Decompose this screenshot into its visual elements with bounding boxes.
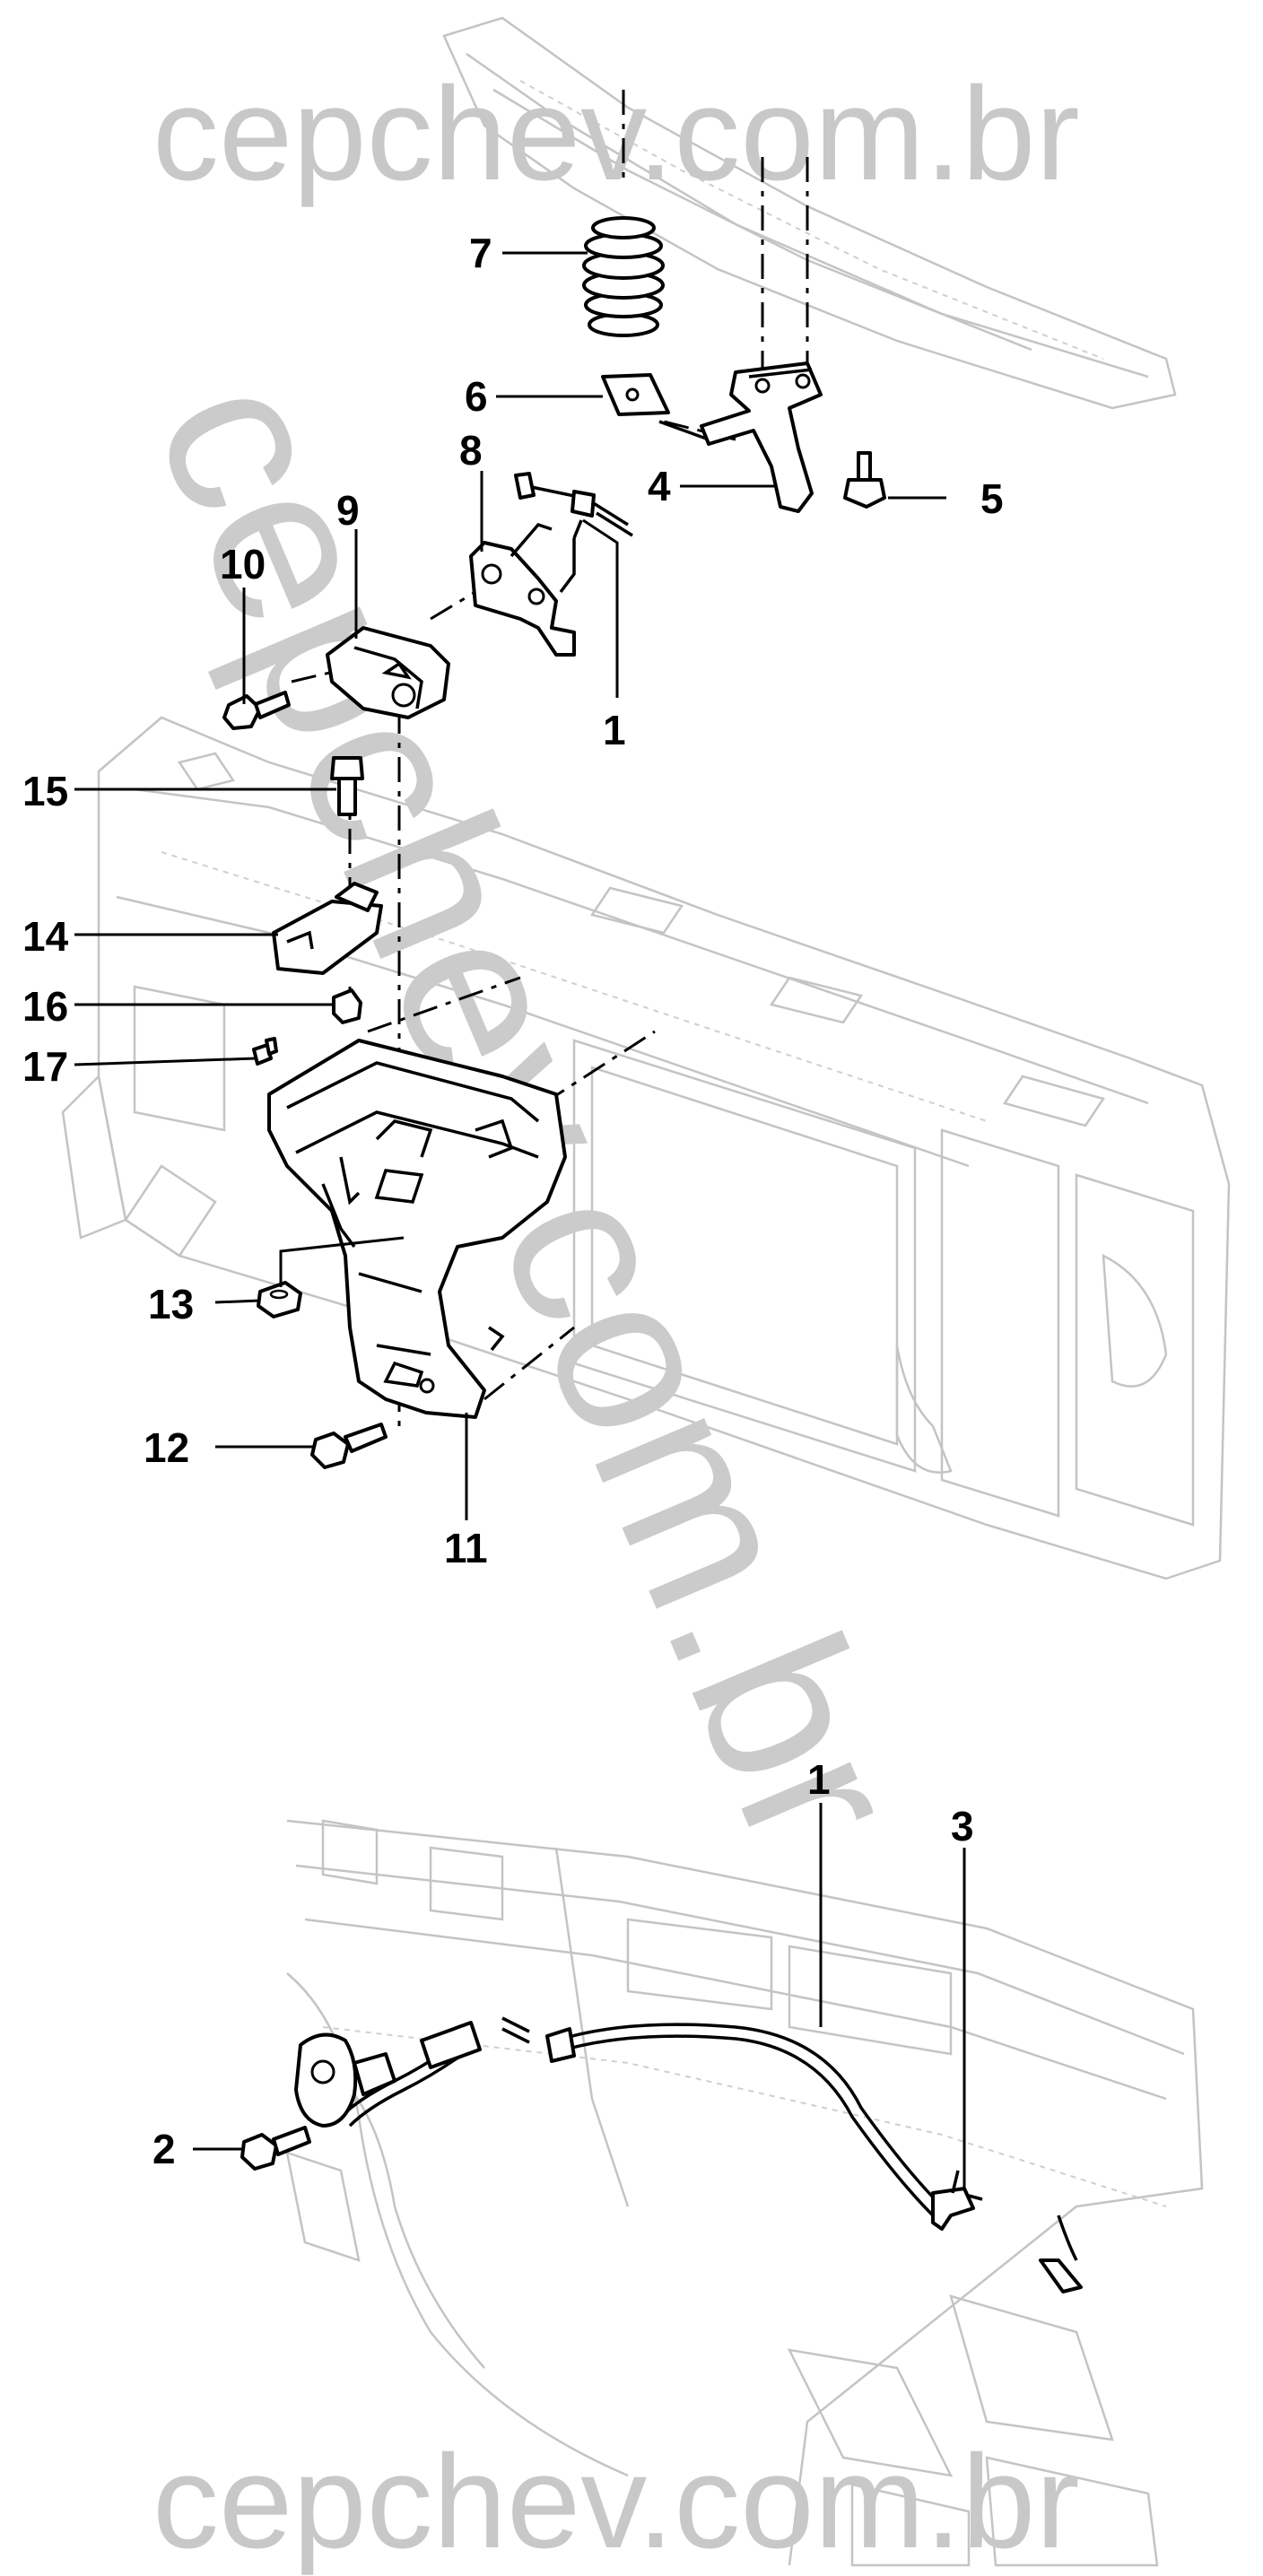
part-15-bolt: [330, 756, 364, 816]
part-2-bolt-and-mount: [240, 2032, 396, 2171]
callout-10: 10: [220, 541, 266, 587]
callout-13: 13: [148, 1281, 194, 1327]
callout-2: 2: [152, 2126, 176, 2172]
callout-4: 4: [648, 463, 671, 509]
radiator-support-outline: [61, 716, 1231, 1580]
callout-9: 9: [336, 487, 360, 534]
part-13-nut: [257, 1281, 302, 1318]
callout-12: 12: [144, 1424, 189, 1471]
part-14-bumper-pad: [272, 882, 383, 975]
callout-labels-upper: 7 6 4 5 8 9 10 1 15 14 16 17 13 12 11: [22, 230, 1004, 1571]
hood-panel-outline: [442, 16, 1177, 410]
callout-7: 7: [469, 230, 492, 276]
part-1-release-cable-upper: [514, 472, 633, 539]
part-9-latch-bracket: [326, 626, 450, 719]
part-6-retainer-clip: [601, 373, 710, 441]
callout-1-upper: 1: [603, 707, 626, 753]
part-5-bolt: [843, 451, 886, 509]
watermark-bottom: cepchev.com.br: [152, 2428, 1080, 2576]
callout-labels-lower: 1 3 2: [152, 1756, 974, 2172]
part-8-latch-assembly: [469, 522, 576, 657]
callout-11: 11: [444, 1525, 488, 1571]
callout-14: 14: [22, 913, 69, 960]
callout-5: 5: [980, 475, 1004, 522]
part-12-bolt: [310, 1423, 388, 1469]
callout-8: 8: [459, 427, 483, 474]
watermark-top: cepchev.com.br: [152, 60, 1080, 208]
part-7-coil-spring: [582, 216, 665, 337]
part-4-hood-striker: [700, 361, 823, 513]
callout-16: 16: [22, 983, 68, 1030]
callout-1-lower: 1: [807, 1756, 831, 1803]
part-10-bolt: [222, 691, 291, 730]
callout-15: 15: [22, 768, 68, 814]
callout-6: 6: [465, 373, 488, 420]
callout-3: 3: [951, 1803, 974, 1849]
part-1-release-cable-lower: [339, 2016, 1083, 2293]
part-11-latch-support: [267, 1039, 567, 1419]
callout-17: 17: [22, 1043, 68, 1090]
part-3-cable-clip: [931, 2170, 983, 2231]
callout-leaders: [74, 251, 966, 2189]
part-17-push-pin: [252, 1037, 278, 1066]
part-16-nut: [332, 988, 362, 1024]
